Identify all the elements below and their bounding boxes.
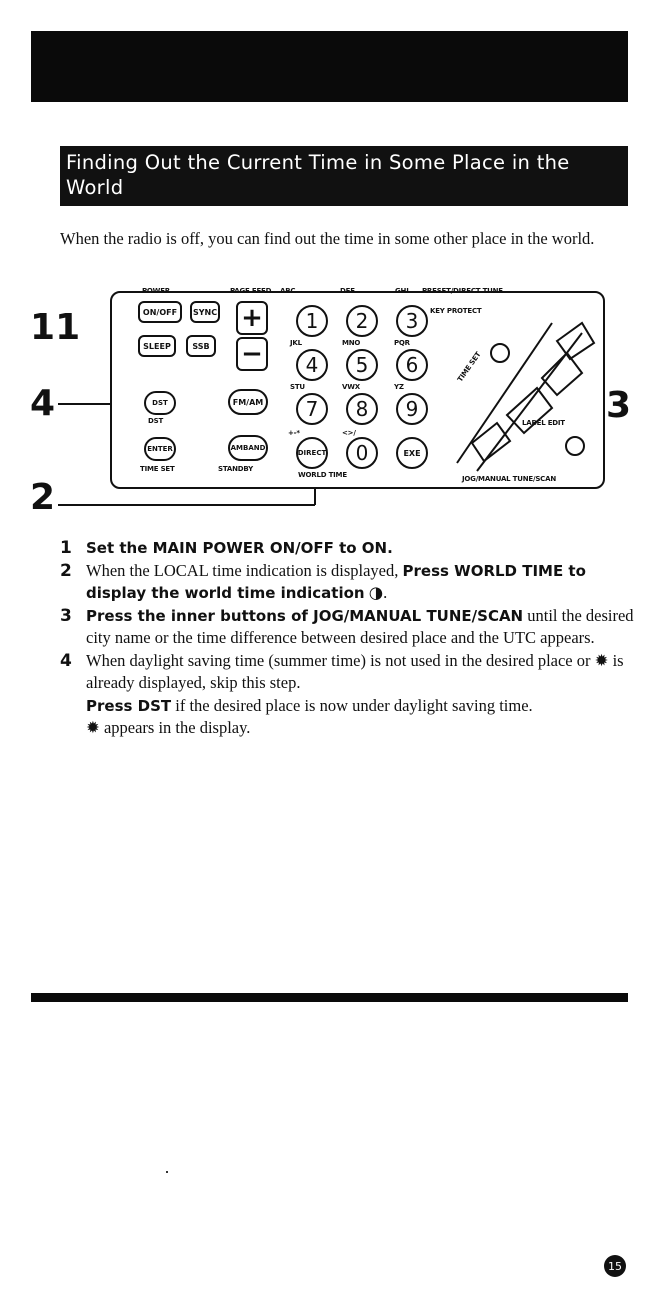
digit-5-button[interactable]: 5 [346,349,378,381]
dst-button[interactable]: DST [144,391,176,415]
digit-0-button[interactable]: 0 [346,437,378,469]
dst-label: DST [148,417,164,425]
step-text: When the LOCAL time indication is displa… [86,560,399,580]
direct-button[interactable]: DIRECT [296,437,328,469]
step-1: 1 Set the MAIN POWER ON/OFF to ON. [60,537,640,560]
pqr-label: PQR [394,339,410,347]
sync-button[interactable]: SYNC [190,301,220,323]
step-text: is already displayed, skip this step. [86,650,624,693]
step-bold-text: Press the inner buttons of JOG/MANUAL TU… [86,606,524,625]
page-number: 15 [604,1255,626,1277]
jog-dial-drawing [456,321,596,472]
label-edit-label: LABEL EDIT [522,419,565,427]
jkl-label: JKL [290,339,302,347]
step-number: 1 [60,538,72,558]
header-bar [31,31,628,102]
step-text: until the desired city name or the time … [86,605,634,648]
standby-label: STANDBY [218,465,253,473]
intro-text: When the radio is off, you can find out … [60,229,595,248]
digit-2-button[interactable]: 2 [346,305,378,337]
fm-am-button[interactable]: FM/AM [228,389,268,415]
step-bold-text: Press WORLD TIME to display the world ti… [86,561,586,603]
vwx-label: VWX [342,383,360,391]
key-protect-label: KEY PROTECT [430,307,482,315]
mno-label: MNO [342,339,361,347]
enter-button[interactable]: ENTER [144,437,176,461]
steps-list: 1 Set the MAIN POWER ON/OFF to ON. 2 Whe… [60,537,640,740]
digit-1-button[interactable]: 1 [296,305,328,337]
digit-8-button[interactable]: 8 [346,393,378,425]
step-number: 3 [60,605,72,626]
page-down-button[interactable]: − [236,337,268,371]
abc-label: ABC [280,287,296,295]
exe-button[interactable]: EXE [396,437,428,469]
time-set-label: TIME SET [140,465,175,473]
section-title-box: Finding Out the Current Time in Some Pla… [60,146,628,206]
dst-sun-icon: ✹ [86,718,100,737]
am-band-button[interactable]: AMBAND [228,435,268,461]
step-2: 2 When the LOCAL time indication is disp… [60,560,586,603]
step-number: 2 [60,560,72,581]
step-number: 4 [60,650,72,671]
callout-2: 2 [30,477,56,518]
world-time-icon: ◑ [368,583,384,602]
digit-9-button[interactable]: 9 [396,393,428,425]
jog-manual-tune-scan-label: JOG/MANUAL TUNE/SCAN [462,475,556,483]
step-4: 4 When daylight saving time (summer time… [60,650,640,740]
digit-6-button[interactable]: 6 [396,349,428,381]
step-text: appears in the display. [103,718,251,737]
callout-1: 11 [30,307,81,348]
preset-direct-tune-label: PRESET/DIRECT TUNE [422,287,503,295]
callout-4: 4 [30,383,56,424]
radio-diagram: 11 4 2 3 POWER ON/OFF SYNC SLEEP SSB PAG… [30,280,640,530]
step-text: When daylight saving time (summer time) … [86,650,591,670]
ssb-button[interactable]: SSB [186,335,216,357]
footer-rule [31,993,628,1002]
ghi-label: GHI [395,287,409,295]
power-on-off-button[interactable]: ON/OFF [138,301,182,323]
section-title: Finding Out the Current Time in Some Pla… [66,151,570,199]
radio-panel: POWER ON/OFF SYNC SLEEP SSB PAGE FEED + … [110,287,605,489]
step-text: if the desired place is now under daylig… [175,695,533,715]
world-time-label: WORLD TIME [298,471,347,479]
dst-sun-icon: ✹ [594,650,609,670]
power-label: POWER [142,287,170,295]
symbols-label: +-* [288,429,300,437]
sleep-button[interactable]: SLEEP [138,335,176,357]
yz-label: YZ [394,383,404,391]
digit-7-button[interactable]: 7 [296,393,328,425]
step-bold-text: Press DST [86,696,172,715]
page-up-button[interactable]: + [236,301,268,335]
digit-3-button[interactable]: 3 [396,305,428,337]
speck [166,1171,168,1173]
stu-label: STU [290,383,305,391]
lt-gt-label: <>/ [342,429,356,437]
step-bold-text: Set the MAIN POWER ON/OFF to ON. [86,539,393,557]
callout-3: 3 [606,385,632,426]
def-label: DEF [340,287,355,295]
digit-4-button[interactable]: 4 [296,349,328,381]
step-3: 3 Press the inner buttons of JOG/MANUAL … [60,605,640,650]
page-feed-label: PAGE FEED [230,287,272,295]
